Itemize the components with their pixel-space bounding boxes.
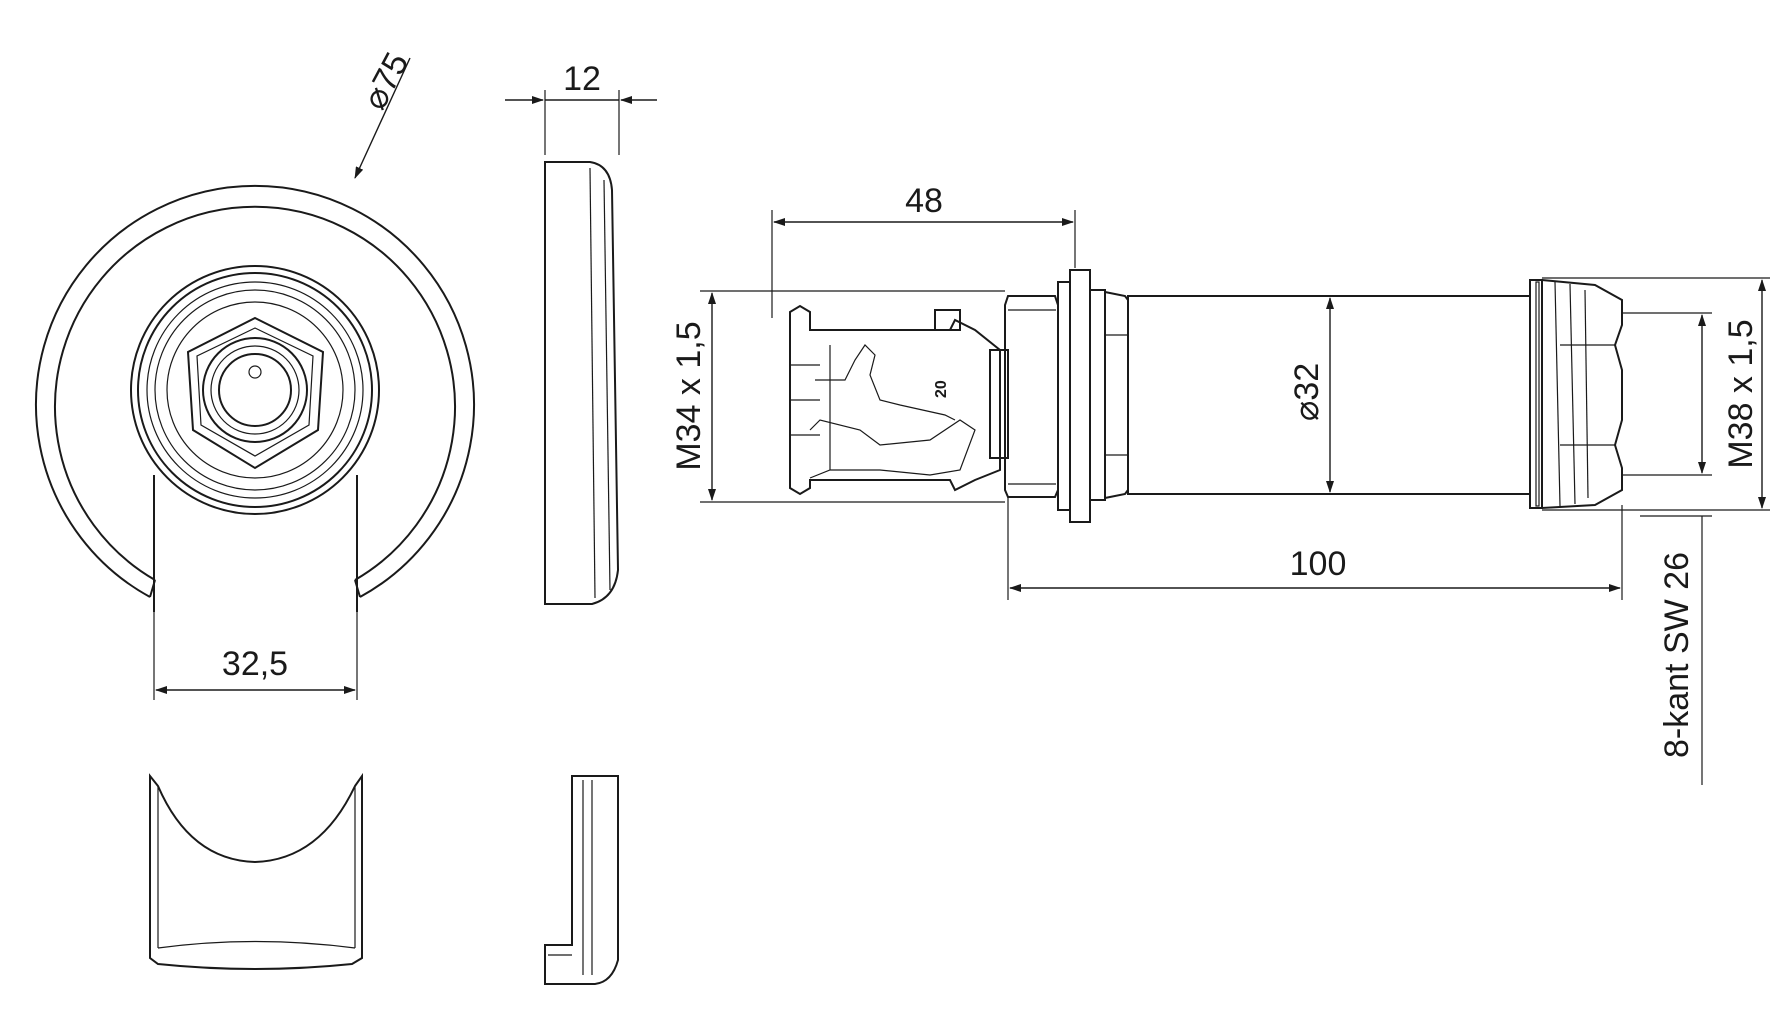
dim-text-m34: M34 x 1,5 <box>670 321 708 470</box>
main-assembly-side-view: 20 <box>789 269 1623 523</box>
dim-width-32-5: 32,5 <box>153 612 358 700</box>
dim-length-48: 48 <box>771 182 1076 318</box>
dim-text-100: 100 <box>1290 545 1347 583</box>
part-mark-20: 20 <box>933 380 950 398</box>
dim-text-12: 12 <box>563 60 601 98</box>
side-view-disc <box>544 161 620 605</box>
dim-text-48: 48 <box>905 182 943 220</box>
dim-octagon-sw26: 8-kant SW 26 <box>1622 312 1712 785</box>
dim-text-75: ⌀75 <box>356 46 417 115</box>
dim-diameter-75: ⌀75 <box>354 46 417 179</box>
dim-thread-m34: M34 x 1,5 <box>670 290 1005 503</box>
dim-text-m38: M38 x 1,5 <box>1722 319 1760 468</box>
dim-text-sw26: 8-kant SW 26 <box>1658 552 1696 758</box>
dim-thickness-12: 12 <box>505 60 657 155</box>
front-view-disc <box>35 184 475 612</box>
dim-diameter-32: ⌀32 <box>1288 297 1334 493</box>
shell-half-side <box>544 775 619 985</box>
shell-half-front <box>149 772 363 970</box>
dim-length-100: 100 <box>1007 497 1623 600</box>
dim-text-32-5: 32,5 <box>222 645 288 683</box>
dim-thread-m38: M38 x 1,5 <box>1542 277 1770 511</box>
dim-text-32: ⌀32 <box>1288 363 1326 421</box>
